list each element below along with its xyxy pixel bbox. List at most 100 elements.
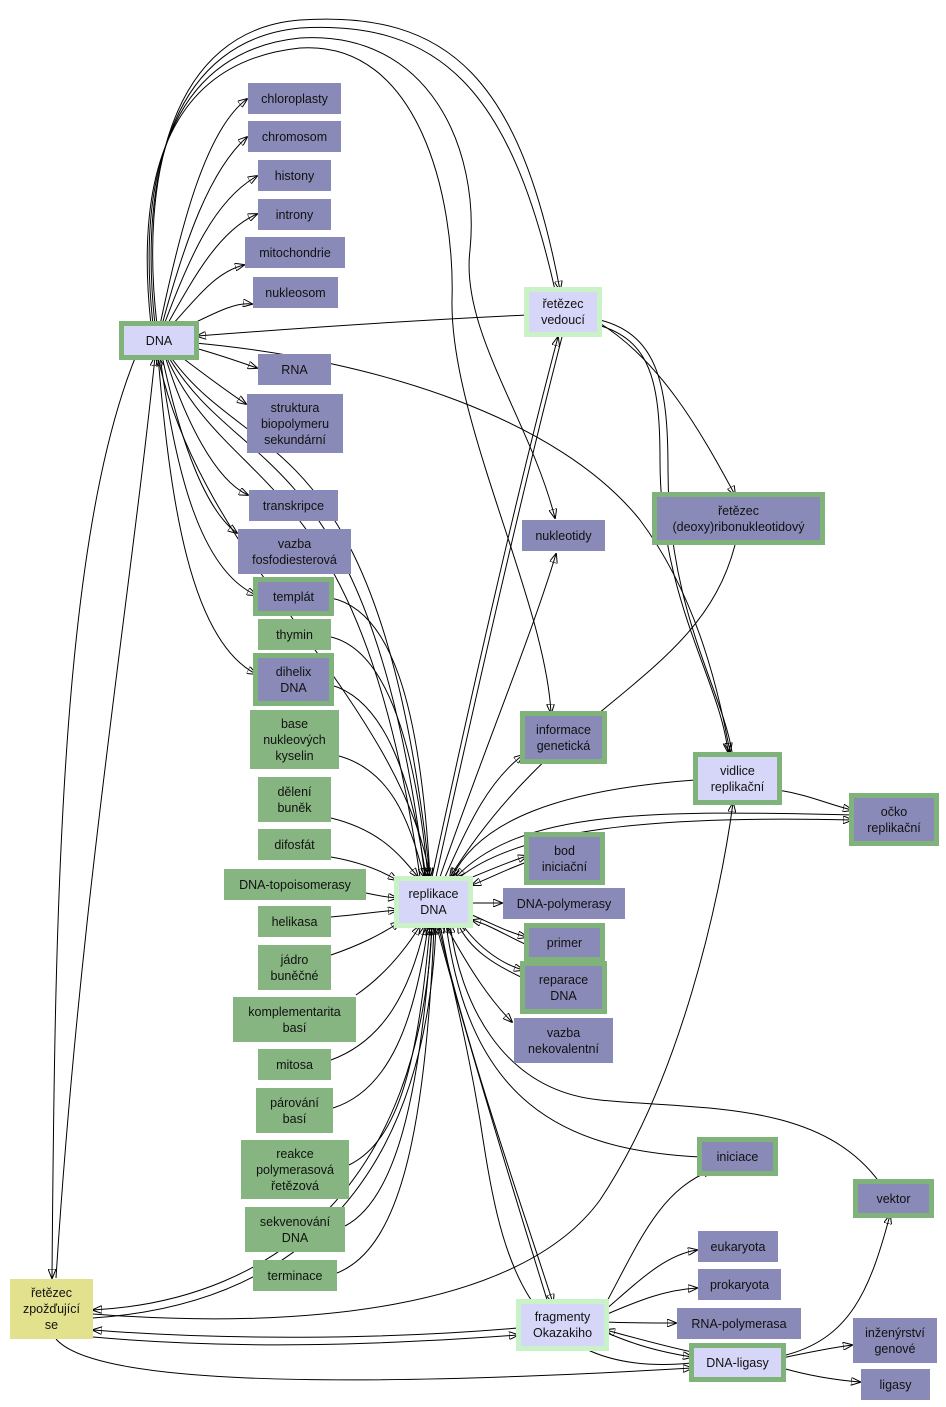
node-parovani[interactable]: párování basí [256,1088,333,1133]
edge-dna-vedouci-2 [150,26,556,326]
edge-dna-rna [194,347,257,368]
edge-helikasa-replikace [330,910,397,918]
node-dihelix[interactable]: dihelix DNA [253,653,334,706]
node-nukleosom[interactable]: nukleosom [253,277,338,308]
node-polymerasy[interactable]: DNA-polymerasy [503,888,625,919]
edge-replikace-vedouci-2 [435,336,563,878]
edge-templat-replikace [330,597,430,877]
node-replikace[interactable]: replikace DNA [394,876,473,928]
node-ocko[interactable]: očko replikační [849,793,939,846]
edge-dna-vidlice [194,342,730,752]
node-inzenyrstvi[interactable]: inženýrství genové [853,1318,937,1363]
edge-deleni-replikace [330,817,418,877]
edge-replikace-nukleotidy [439,554,556,878]
edge-dihelix-replikace [330,684,426,877]
edge-okazakiho-iniciace [604,1170,712,1306]
edge-dna-dihelix [157,355,256,674]
node-deoxyribo[interactable]: řetězec (deoxy)ribonukleotidový [652,492,825,545]
edge-vedouci-vidlice [597,324,728,752]
node-helikasa[interactable]: helikasa [258,906,331,937]
edge-ligasy-ligasy [781,1367,860,1382]
edge-deoxyribo-replikace [450,544,736,877]
edge-ocko-replikace [456,812,853,877]
edge-zpozdujici-vidlice [92,803,733,1320]
node-ligasy-dna[interactable]: DNA-ligasy [689,1343,786,1382]
node-vidlice[interactable]: vidlice replikační [693,752,782,805]
edge-reakce-replikace [348,926,430,1166]
node-struktura[interactable]: struktura biopolymeru sekundární [247,394,343,453]
node-ligasy[interactable]: ligasy [861,1369,930,1400]
node-vedouci[interactable]: řetězec vedoucí [524,287,602,337]
edge-okazakiho-eukaryota [604,1250,697,1311]
node-deleni[interactable]: dělení buněk [258,777,331,822]
node-prokaryota[interactable]: prokaryota [698,1269,781,1300]
edge-dna-introny [166,214,257,326]
node-informace[interactable]: informace genetická [520,711,607,764]
edge-dna-zpozdujici [52,324,151,1278]
node-mitosa[interactable]: mitosa [258,1049,331,1080]
node-eukaryota[interactable]: eukaryota [698,1231,778,1262]
edge-vidlice-ocko [777,789,852,810]
node-terminace[interactable]: terminace [253,1260,337,1291]
node-difosfat[interactable]: difosfát [258,829,331,860]
node-vazba-nekov[interactable]: vazba nekovalentní [514,1018,613,1063]
edge-topoisomerasy-replikace [365,892,397,898]
edge-jadro-replikace [330,922,400,956]
edge-okazakiho-zpozdujici [93,1328,519,1338]
node-bod[interactable]: bod iniciační [524,832,605,885]
edge-vektor-replikace [450,924,881,1184]
node-base[interactable]: base nukleových kyselin [250,710,339,769]
edge-komplementarita-replikace [355,926,420,996]
edge-replikace-vazba-nekov [444,923,512,1022]
edge-zpozdujici-ligasy [55,1338,692,1381]
edge-dna-chromosom [161,137,247,326]
node-transkripce[interactable]: transkripce [249,490,338,521]
edge-difosfat-replikace [330,856,397,880]
edge-ligasy-okazakiho [606,1330,693,1353]
node-zpozdujici[interactable]: řetězec zpožďující se [10,1279,93,1339]
node-rna[interactable]: RNA [258,354,331,385]
edge-mitosa-replikace [330,926,425,1061]
node-komplementarita[interactable]: komplementarita basí [233,997,356,1042]
edge-dna-informace [146,47,551,713]
edge-thymin-replikace [330,636,428,877]
node-topoisomerasy[interactable]: DNA-topoisomerasy [224,869,366,900]
node-thymin[interactable]: thymin [258,619,331,650]
edge-parovani-replikace [332,926,428,1109]
node-okazakiho[interactable]: fragmenty Okazakiho [516,1299,609,1351]
edge-iniciace-replikace [446,924,701,1158]
node-sekvenovani[interactable]: sekvenování DNA [245,1207,345,1252]
node-rna-polymerasa[interactable]: RNA-polymerasa [677,1308,801,1339]
node-nukleotidy[interactable]: nukleotidy [522,520,605,551]
node-introny[interactable]: introny [258,199,331,230]
node-vazba-fosfo[interactable]: vazba fosfodiesterová [238,529,351,574]
edge-dna-mitochondrie [171,265,244,326]
node-reakce[interactable]: reakce polymerasová řetězová [241,1140,349,1199]
edge-dna-replikace-1 [169,355,430,877]
node-reparace[interactable]: reparace DNA [520,961,607,1014]
edge-primer-replikace [472,920,528,946]
node-primer[interactable]: primer [524,923,605,962]
node-chloroplasty[interactable]: chloroplasty [248,83,341,114]
edge-dna-nukleotidy [148,37,555,518]
node-jadro[interactable]: jádro buněčné [258,945,331,990]
edge-replikace-reparace [461,923,523,970]
edge-zpozdujici-dna [55,357,155,1279]
edge-replikace-ocko [459,819,852,878]
edge-dna-histony [163,176,257,326]
edge-dna-transkripce [164,355,248,495]
node-templat[interactable]: templát [253,577,334,616]
edge-replikace-primer [471,914,527,937]
node-iniciace[interactable]: iniciace [697,1137,778,1176]
edge-base-replikace [338,755,424,877]
node-histony[interactable]: histony [258,160,331,191]
edge-vedouci-vidlice-2 [599,319,733,753]
edge-dna-templat [159,355,256,595]
node-mitochondrie[interactable]: mitochondrie [245,237,345,268]
node-dna[interactable]: DNA [119,321,199,360]
node-vektor[interactable]: vektor [853,1179,934,1218]
node-chromosom[interactable]: chromosom [248,121,341,152]
edge-reparace-replikace [458,924,524,979]
